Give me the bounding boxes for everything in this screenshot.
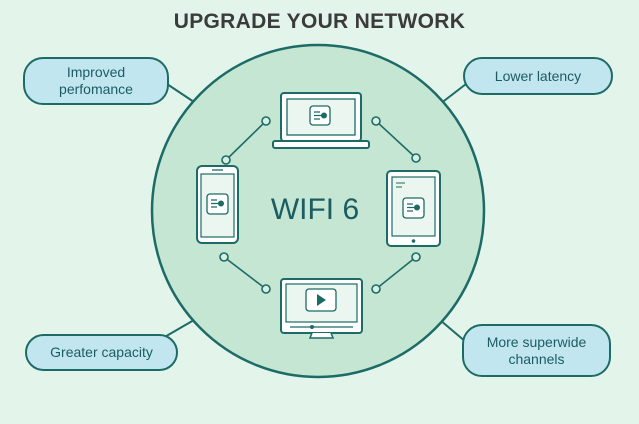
- tablet-icon: [386, 170, 441, 247]
- smartphone-icon: [196, 165, 239, 244]
- benefit-improved-performance: Improved perfomance: [23, 57, 169, 105]
- wifi6-label: WIFI 6: [270, 193, 360, 226]
- benefit-greater-capacity: Greater capacity: [25, 334, 178, 371]
- monitor-icon: [280, 278, 363, 339]
- network-circle: [150, 43, 486, 379]
- connector-top-right: [439, 83, 467, 105]
- laptop-icon: [272, 92, 370, 149]
- benefit-lower-latency: Lower latency: [463, 57, 613, 95]
- page-title: UPGRADE YOUR NETWORK: [173, 10, 466, 33]
- benefit-superwide-channels: More superwide channels: [462, 324, 611, 377]
- connector-top-left: [166, 83, 198, 105]
- connector-bottom-right: [439, 319, 467, 343]
